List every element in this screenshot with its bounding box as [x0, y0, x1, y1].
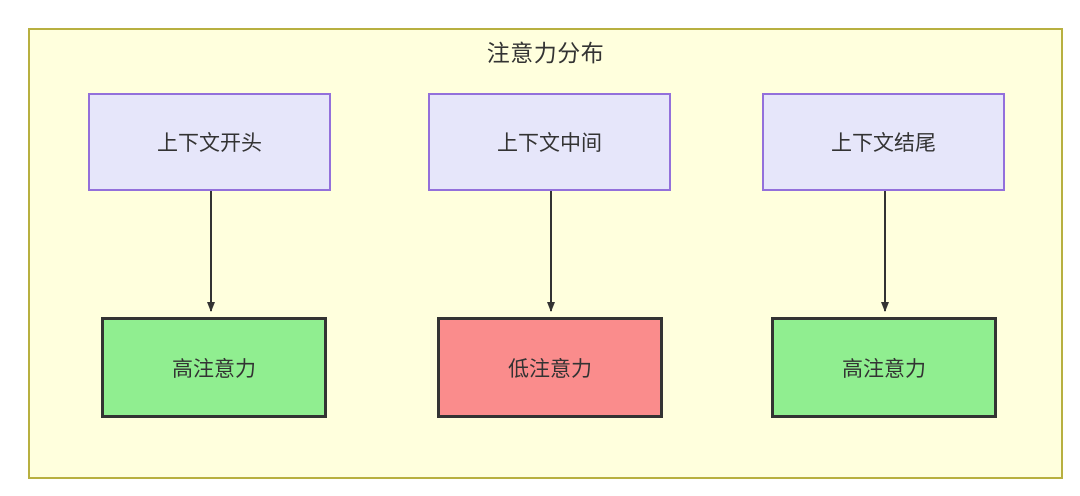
node-attention-low-middle[interactable]: 低注意力: [437, 317, 663, 418]
node-label: 高注意力: [842, 357, 926, 381]
node-context-start[interactable]: 上下文开头: [88, 93, 331, 191]
node-label: 上下文中间: [497, 132, 602, 155]
node-attention-high-end[interactable]: 高注意力: [771, 317, 997, 418]
node-context-middle[interactable]: 上下文中间: [428, 93, 671, 191]
node-context-end[interactable]: 上下文结尾: [762, 93, 1005, 191]
node-label: 上下文开头: [157, 132, 262, 155]
node-attention-high-start[interactable]: 高注意力: [101, 317, 327, 418]
node-label: 上下文结尾: [831, 132, 936, 155]
node-label: 低注意力: [508, 357, 592, 381]
node-label: 高注意力: [172, 357, 256, 381]
diagram-title: 注意力分布: [486, 40, 605, 66]
